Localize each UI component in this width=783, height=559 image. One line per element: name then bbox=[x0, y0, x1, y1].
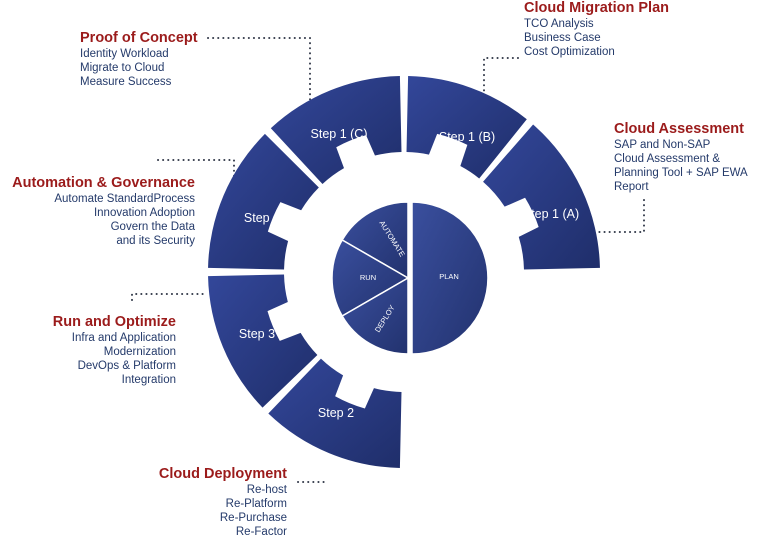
callout-line: DevOps & Platform bbox=[77, 360, 176, 372]
connector-automation-governance bbox=[157, 159, 235, 181]
callout-cloud-assessment: Cloud Assessment SAP and Non-SAP Cloud A… bbox=[614, 121, 748, 194]
callout-line: Business Case bbox=[524, 32, 601, 44]
callout-title: Cloud Migration Plan bbox=[524, 0, 669, 16]
segment-step-1b bbox=[406, 76, 527, 179]
inner-wedge-run bbox=[331, 238, 410, 318]
connector-cloud-assessment bbox=[597, 199, 645, 233]
inner-wedge-automate bbox=[341, 201, 409, 280]
segment-label-step-4: Step 4 bbox=[244, 211, 280, 225]
inner-wedge-plan bbox=[411, 201, 489, 355]
callout-title: Run and Optimize bbox=[52, 314, 176, 330]
inner-label-run: RUN bbox=[360, 273, 376, 282]
callout-title: Proof of Concept bbox=[80, 30, 198, 46]
inner-label-plan: PLAN bbox=[439, 272, 459, 281]
callout-line: and its Security bbox=[116, 235, 195, 247]
callout-line: SAP and Non-SAP bbox=[614, 139, 711, 151]
segment-label-step-1a: Step 1 (A) bbox=[523, 207, 579, 221]
callout-title: Cloud Assessment bbox=[614, 121, 744, 137]
connector-cloud-migration-plan bbox=[483, 57, 519, 93]
inner-wedge-deploy bbox=[341, 276, 409, 355]
segment-step-1a bbox=[483, 124, 600, 270]
callout-line: Cost Optimization bbox=[524, 46, 615, 58]
callout-line: Modernization bbox=[103, 346, 176, 358]
connector-run-optimize bbox=[131, 293, 207, 301]
callout-run-optimize: Run and Optimize Infra and Application M… bbox=[53, 314, 176, 387]
segment-label-step-1b: Step 1 (B) bbox=[439, 130, 495, 144]
callout-line: Report bbox=[614, 181, 649, 193]
outer-ring bbox=[208, 76, 600, 468]
callout-line: Re-Purchase bbox=[219, 512, 287, 524]
callout-line: Automate StandardProcess bbox=[54, 193, 195, 205]
callout-line: Planning Tool + SAP EWA bbox=[614, 167, 748, 179]
connector-proof-of-concept bbox=[207, 37, 311, 104]
callout-cloud-deployment: Cloud Deployment Re-host Re-Platform Re-… bbox=[159, 466, 287, 539]
callout-line: Innovation Adoption bbox=[93, 207, 195, 219]
callout-cloud-migration-plan: Cloud Migration Plan TCO Analysis Busine… bbox=[524, 0, 669, 59]
callout-automation-governance: Automation & Governance Automate Standar… bbox=[12, 175, 195, 248]
inner-circle bbox=[331, 201, 489, 355]
callout-line: Infra and Application bbox=[71, 332, 176, 344]
segment-step-2 bbox=[268, 358, 402, 468]
callout-line: Govern the Data bbox=[110, 221, 195, 233]
callout-line: Re-host bbox=[246, 484, 287, 496]
segment-label-step-2: Step 2 bbox=[318, 406, 354, 420]
callout-line: Integration bbox=[121, 374, 176, 386]
callout-line: Re-Factor bbox=[235, 526, 287, 538]
callout-line: TCO Analysis bbox=[524, 18, 594, 30]
callout-proof-of-concept: Proof of Concept Identity Workload Migra… bbox=[80, 30, 198, 89]
callout-title: Automation & Governance bbox=[12, 175, 195, 191]
segment-step-1c bbox=[270, 76, 402, 184]
segment-step-4 bbox=[208, 133, 319, 270]
callout-line: Identity Workload bbox=[80, 48, 169, 60]
segment-step-3 bbox=[208, 274, 318, 408]
callout-title: Cloud Deployment bbox=[158, 466, 287, 482]
segment-label-step-3: Step 3 bbox=[239, 327, 275, 341]
callout-line: Migrate to Cloud bbox=[80, 62, 165, 74]
callout-line: Re-Platform bbox=[225, 498, 287, 510]
segment-label-step-1c: Step 1 (C) bbox=[311, 127, 368, 141]
callout-line: Cloud Assessment & bbox=[614, 153, 721, 165]
callout-line: Measure Success bbox=[80, 76, 172, 88]
